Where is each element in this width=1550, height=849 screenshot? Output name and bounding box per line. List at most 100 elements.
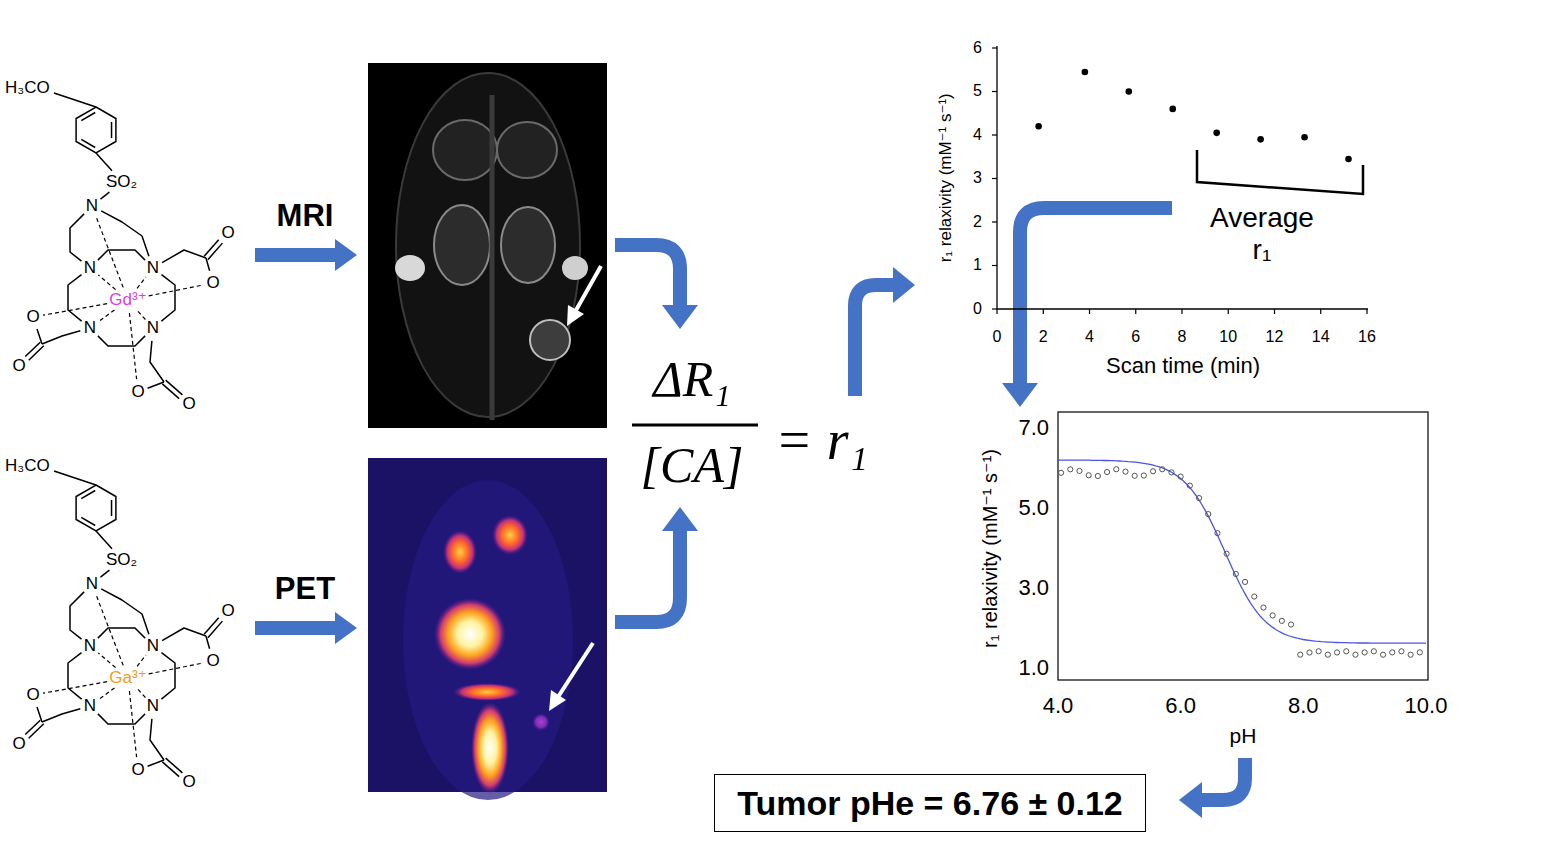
bond	[54, 471, 96, 485]
tick-label: 1	[973, 256, 982, 274]
coordination-bond	[138, 311, 145, 319]
data-point	[1380, 652, 1385, 657]
data-point	[1325, 652, 1330, 657]
fit-curve	[1058, 460, 1426, 643]
coordination-bond	[149, 285, 203, 296]
data-point	[1169, 470, 1174, 475]
tick-mark	[1274, 309, 1275, 314]
tick-label: 2	[1039, 328, 1048, 346]
tick-mark	[992, 91, 997, 92]
body-glow	[403, 480, 573, 800]
bond	[101, 570, 110, 577]
pet-image	[368, 458, 607, 800]
data-point	[1279, 618, 1284, 623]
data-point	[1353, 652, 1358, 657]
double-bond	[25, 342, 40, 356]
data-point	[1301, 134, 1308, 141]
data-point	[1141, 473, 1146, 478]
tick-label: 8.0	[1288, 693, 1319, 718]
tick-label: 4	[1085, 328, 1094, 346]
tick-mark	[996, 309, 997, 314]
data-point	[1408, 652, 1413, 657]
data-point	[1086, 473, 1091, 478]
data-point	[1390, 650, 1395, 655]
atom-label: SO₂	[106, 172, 137, 192]
tick-label: 1.0	[1018, 655, 1049, 680]
atom-label: N	[84, 696, 96, 716]
tick-label: 6	[1131, 328, 1140, 346]
bond	[98, 336, 145, 346]
double-bond	[204, 240, 219, 257]
bond	[96, 531, 112, 549]
bond	[150, 341, 164, 382]
data-point	[1334, 650, 1339, 655]
tick-label: 6	[973, 39, 982, 57]
data-point	[1123, 469, 1128, 474]
double-bond	[162, 384, 179, 399]
data-point	[1371, 649, 1376, 654]
data-point	[1058, 470, 1063, 475]
curved-arrow	[1201, 758, 1245, 800]
double-bond	[208, 243, 223, 260]
bright-spot	[562, 256, 588, 280]
organ	[433, 120, 497, 180]
coordination-bond	[99, 688, 115, 700]
tick-label: 10	[1219, 328, 1237, 346]
kidney	[501, 207, 555, 283]
atom-label: N	[84, 258, 96, 278]
bright-spot	[395, 255, 425, 281]
pointer-arrow-head	[567, 305, 584, 326]
data-point	[1213, 130, 1220, 137]
bond	[161, 653, 175, 700]
bond	[70, 214, 84, 261]
coordination-bond	[96, 218, 123, 288]
tick-mark	[1043, 309, 1044, 314]
block-arrow	[255, 612, 357, 644]
axis-title: r₁ relaxivity (mM⁻¹ s⁻¹)	[936, 93, 956, 262]
tick-label: 4	[973, 126, 982, 144]
bond	[68, 275, 82, 322]
arrow-head	[1179, 782, 1202, 818]
double-bond	[29, 724, 44, 738]
data-point	[1150, 469, 1155, 474]
coordination-bond	[43, 304, 107, 316]
aromatic-bond	[81, 113, 95, 121]
modality-label: PET	[275, 571, 335, 607]
annotation: Average r₁	[1200, 202, 1325, 266]
tick-mark	[1228, 309, 1229, 314]
bond	[98, 628, 145, 638]
data-point	[1288, 622, 1293, 627]
bond	[98, 250, 145, 260]
axis-title: r₁ relaxivity (mM⁻¹ s⁻¹)	[978, 449, 1001, 648]
atom-label: O	[206, 273, 219, 293]
double-bond	[166, 758, 183, 773]
tick-label: 7.0	[1018, 415, 1049, 440]
data-point	[1104, 469, 1109, 474]
bond	[101, 192, 110, 199]
data-point	[1169, 106, 1176, 113]
data-point	[1035, 123, 1042, 130]
tick-label: 10.0	[1405, 693, 1448, 718]
atom-label: SO₂	[106, 550, 137, 570]
tick-mark	[992, 221, 997, 222]
arrow-head	[662, 507, 698, 531]
bond	[70, 592, 84, 639]
result-text: Tumor pHe = 6.76 ± 0.12	[737, 783, 1123, 824]
result-box: Tumor pHe = 6.76 ± 0.12	[714, 774, 1146, 833]
data-point	[1307, 650, 1312, 655]
kidney	[434, 205, 490, 285]
formula-term: ΔR₁	[653, 351, 730, 409]
data-point	[1114, 467, 1119, 472]
bond	[37, 329, 42, 344]
bond	[148, 760, 164, 766]
molecule	[25, 471, 222, 777]
atom-label: O	[221, 601, 234, 621]
tick-mark	[1089, 309, 1090, 314]
pointer-arrow	[575, 266, 601, 312]
bond	[148, 382, 164, 388]
bond	[161, 275, 175, 322]
tumor	[532, 713, 550, 731]
hot-band	[453, 683, 521, 701]
atom-label: H₃CO	[5, 456, 50, 476]
tick-label: 3	[973, 169, 982, 187]
